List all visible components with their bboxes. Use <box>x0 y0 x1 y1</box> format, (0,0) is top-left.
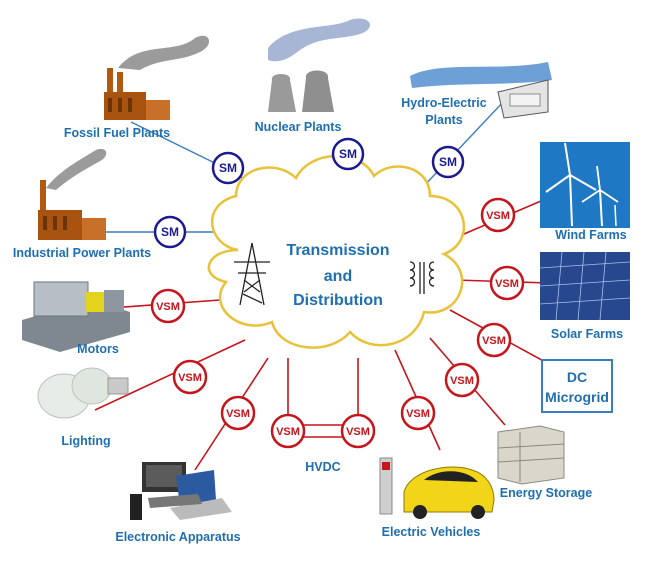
sm-node-nuclear: SM <box>331 137 365 171</box>
label-hydro-2: Plants <box>425 113 463 127</box>
solar-panel-icon <box>539 251 631 321</box>
svg-text:VSM: VSM <box>226 408 250 420</box>
vsm-node-wind: VSM <box>480 197 516 233</box>
motor-icon <box>22 281 130 352</box>
label-storage: Energy Storage <box>500 486 592 500</box>
line-fossil <box>130 121 226 169</box>
electric-car-icon <box>379 457 495 519</box>
fossil-fuel-plant-icon <box>104 35 210 120</box>
battery-storage-icon <box>497 425 565 485</box>
svg-text:SM: SM <box>339 147 357 161</box>
led-bulb-icon <box>37 367 129 419</box>
svg-text:SM: SM <box>161 225 179 239</box>
svg-text:VSM: VSM <box>406 408 430 420</box>
dc-microgrid-box <box>541 359 613 413</box>
label-ev: Electric Vehicles <box>382 525 481 539</box>
line-hydro <box>421 99 506 189</box>
svg-text:VSM: VSM <box>276 426 300 438</box>
industrial-plant-icon <box>38 148 107 240</box>
label-lighting: Lighting <box>61 434 110 448</box>
svg-text:SM: SM <box>439 155 457 169</box>
vsm-node-lighting: VSM <box>172 359 208 395</box>
hydro-dam-icon <box>410 62 552 119</box>
vsm-node-motors: VSM <box>150 288 186 324</box>
vsm-node-hvdc-left: VSM <box>270 413 306 449</box>
vsm-node-solar: VSM <box>489 265 525 301</box>
label-wind: Wind Farms <box>555 228 626 242</box>
svg-text:VSM: VSM <box>346 426 370 438</box>
svg-text:VSM: VSM <box>495 278 519 290</box>
sm-node-fossil: SM <box>211 151 245 185</box>
svg-text:VSM: VSM <box>156 301 180 313</box>
vsm-node-hvdc-right: VSM <box>340 413 376 449</box>
vsm-node-ev: VSM <box>400 395 436 431</box>
sm-node-industrial: SM <box>153 215 187 249</box>
wind-turbine-icon <box>540 142 630 228</box>
center-title-line2: and <box>324 268 352 285</box>
center-title-line3: Distribution <box>293 292 383 309</box>
label-industrial: Industrial Power Plants <box>13 246 151 260</box>
computer-icon <box>130 462 232 520</box>
transmission-tower-icon <box>234 242 270 306</box>
nuclear-plant-icon <box>268 18 371 112</box>
label-motors: Motors <box>77 342 119 356</box>
label-nuclear: Nuclear Plants <box>255 120 342 134</box>
label-hvdc: HVDC <box>305 460 340 474</box>
transmission-cloud <box>207 154 466 349</box>
sm-node-hydro: SM <box>431 145 465 179</box>
label-hydro-1: Hydro-Electric <box>401 96 486 110</box>
label-dc-2: Microgrid <box>545 389 609 405</box>
vsm-node-electronic: VSM <box>220 395 256 431</box>
line-lighting <box>94 339 246 411</box>
label-dc-1: DC <box>567 369 587 385</box>
label-fossil: Fossil Fuel Plants <box>64 126 170 140</box>
center-title-line1: Transmission <box>286 242 389 259</box>
label-electronic: Electronic Apparatus <box>115 530 240 544</box>
svg-text:VSM: VSM <box>486 210 510 222</box>
svg-text:SM: SM <box>219 161 237 175</box>
vsm-node-dc: VSM <box>476 322 512 358</box>
svg-text:VSM: VSM <box>178 372 202 384</box>
svg-text:VSM: VSM <box>482 335 506 347</box>
label-solar: Solar Farms <box>551 327 623 341</box>
svg-text:VSM: VSM <box>450 375 474 387</box>
transformer-icon <box>409 261 435 294</box>
vsm-node-storage: VSM <box>444 362 480 398</box>
